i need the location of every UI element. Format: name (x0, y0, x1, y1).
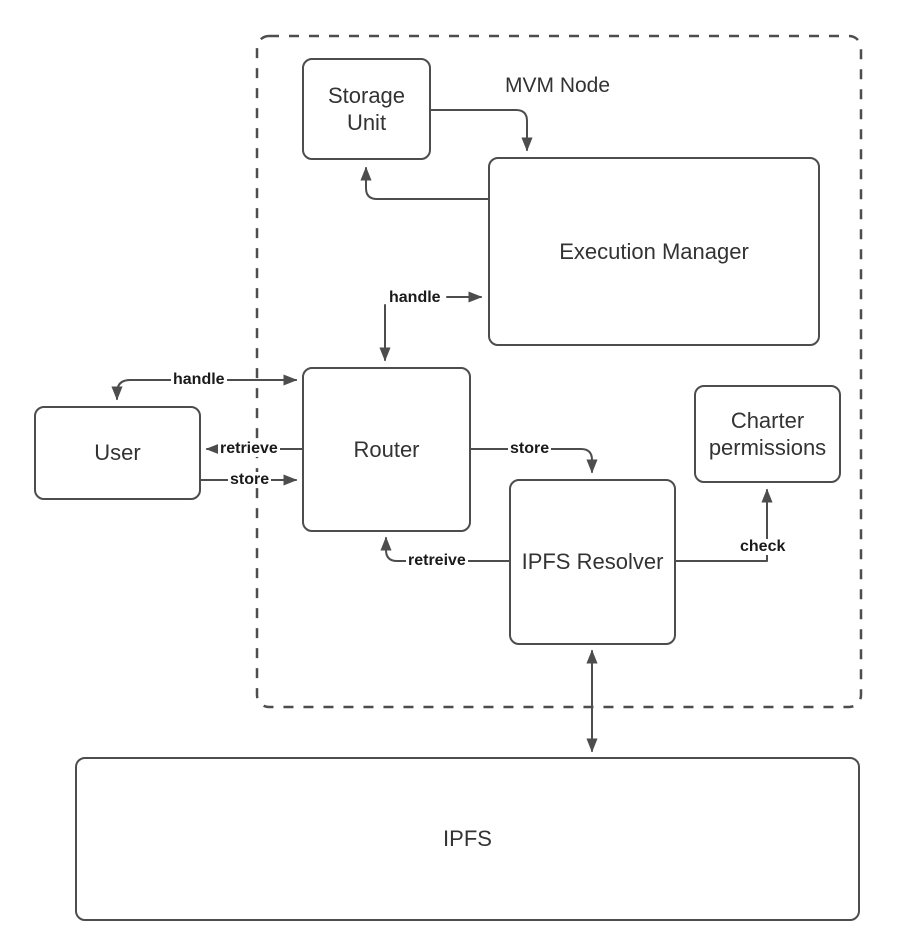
edge-execution-to-storage (360, 166, 489, 200)
edge-check-to-charter (675, 488, 773, 562)
charter-permissions-label: Charter permissions (709, 407, 826, 462)
charter-permissions-label-line2: permissions (708, 435, 827, 460)
storage-unit-label-line2: Unit (346, 110, 387, 135)
mvm-node-label: MVM Node (505, 74, 611, 98)
edge-handle-to-user (111, 379, 297, 401)
user-label: User (94, 440, 141, 466)
storage-unit-label-line1: Storage (327, 82, 406, 108)
edge-label-handle-top: handle (387, 289, 443, 306)
edge-label-handle-user: handle (171, 371, 227, 388)
node-ipfs-resolver[interactable]: IPFS Resolver (509, 479, 676, 645)
edge-label-check-charter: check (738, 538, 788, 555)
edge-storage-to-execution (429, 109, 533, 152)
router-label: Router (353, 436, 420, 462)
ipfs-resolver-label: IPFS Resolver (521, 549, 664, 575)
ipfs-label: IPFS (443, 826, 492, 852)
storage-unit-label: Storage Unit (328, 82, 405, 137)
edge-retreive-to-router (380, 536, 510, 562)
node-router[interactable]: Router (302, 367, 471, 532)
node-execution-manager[interactable]: Execution Manager (488, 157, 820, 346)
node-charter-permissions[interactable]: Charter permissions (694, 385, 841, 483)
edge-label-retrieve-user: retrieve (218, 440, 280, 457)
edge-label-store-user: store (228, 471, 272, 488)
node-ipfs[interactable]: IPFS (75, 757, 860, 921)
edge-label-store-resolver: store (508, 440, 552, 457)
node-storage-unit[interactable]: Storage Unit (302, 58, 431, 160)
execution-manager-label: Execution Manager (559, 238, 749, 264)
node-user[interactable]: User (34, 406, 201, 500)
edge-store-to-resolver (469, 448, 598, 474)
edge-label-retreive-router: retreive (406, 552, 468, 569)
mvm-node-group-border (255, 34, 863, 709)
charter-permissions-label-line1: Charter (730, 407, 805, 433)
